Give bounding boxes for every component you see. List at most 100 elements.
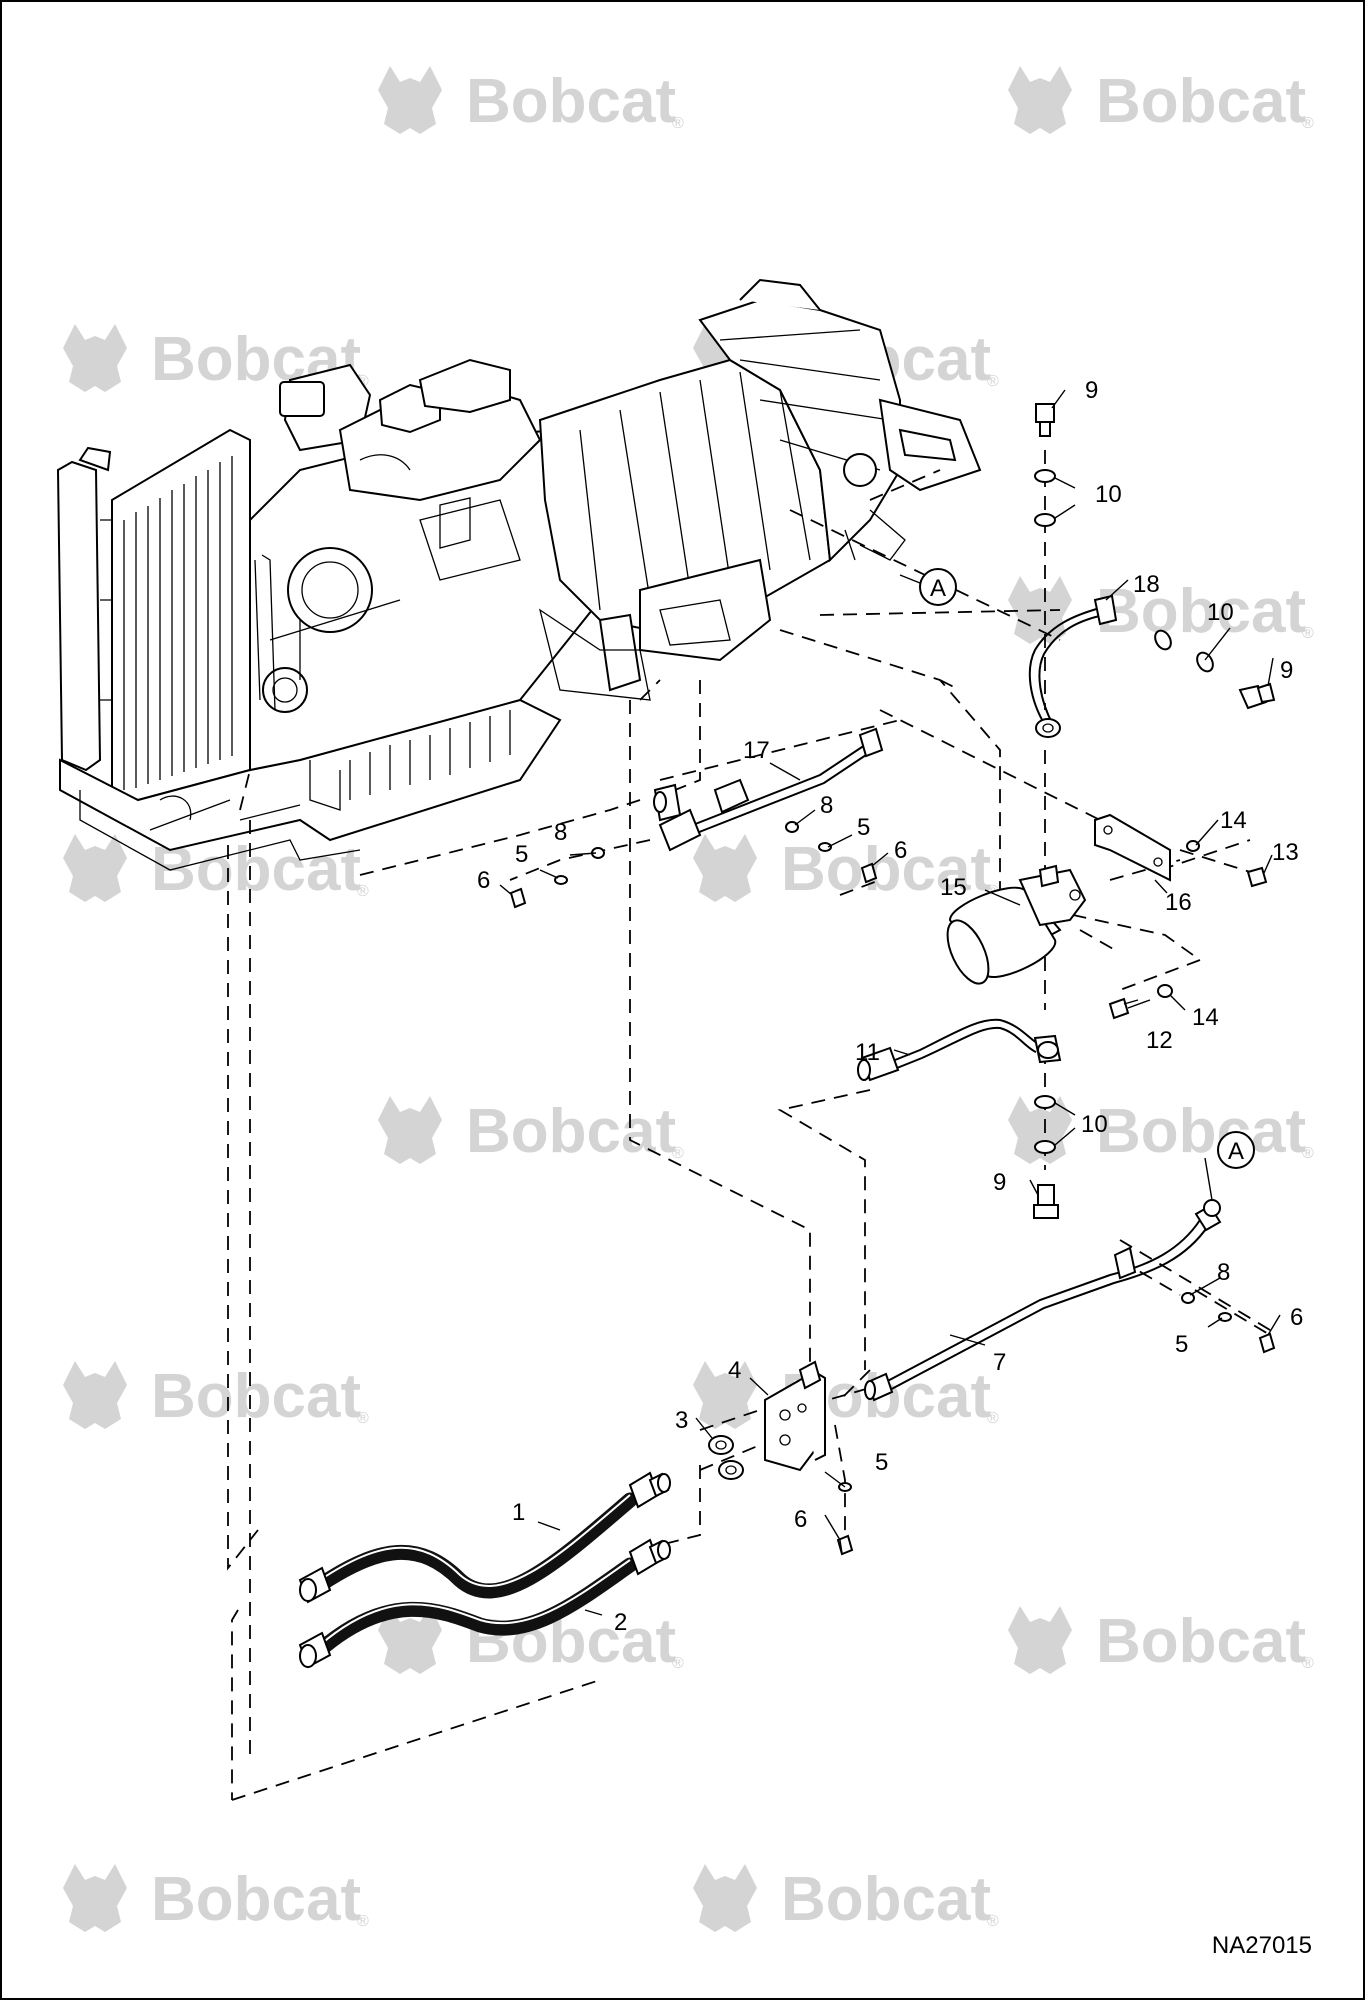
watermark-tm: ® (987, 373, 999, 390)
watermark: Bobcat ® (63, 1864, 369, 1934)
bobcat-logo-mark (1008, 66, 1072, 134)
callout-2: 2 (614, 1609, 627, 1636)
callout-7: 7 (993, 1349, 1006, 1376)
callout-8: 8 (820, 792, 833, 819)
tube-11 (857, 1018, 1062, 1082)
callout-13: 13 (1272, 839, 1299, 866)
callout-15: 15 (940, 874, 967, 901)
callout-6: 6 (794, 1506, 807, 1533)
view-ref-a-bottom: A (1217, 1131, 1255, 1169)
bobcat-logo-mark (693, 1361, 757, 1429)
watermark-text: Bobcat (1096, 577, 1306, 646)
watermark-text: Bobcat (151, 1362, 361, 1431)
tube-18 (1028, 594, 1118, 738)
transmission-housing (538, 278, 982, 701)
watermark-text: Bobcat (781, 835, 991, 904)
radiator (56, 428, 251, 802)
callout-6: 6 (1290, 1304, 1303, 1331)
bobcat-logo-mark (63, 324, 127, 392)
callout-9: 9 (1085, 377, 1098, 404)
callout-10: 10 (1207, 599, 1234, 626)
bobcat-logo-mark (63, 1864, 127, 1932)
watermark: Bobcat ® (378, 1096, 684, 1166)
watermark-tm: ® (672, 1655, 684, 1672)
watermark-text: Bobcat (466, 1607, 676, 1676)
callout-labels: 1 2 3 4 5 6 7 8 5 6 9 10 18 10 9 17 8 5 … (477, 377, 1303, 1636)
watermark-text: Bobcat (1096, 1607, 1306, 1676)
watermark-text: Bobcat (1096, 67, 1306, 136)
watermark-text: Bobcat (781, 1865, 991, 1934)
callout-9: 9 (1280, 657, 1293, 684)
watermark: Bobcat ® (63, 1361, 369, 1431)
watermark: Bobcat ® (1008, 576, 1314, 646)
callout-5: 5 (875, 1449, 888, 1476)
watermark: Bobcat ® (378, 66, 684, 136)
hose-1 (298, 1471, 671, 1604)
callout-8: 8 (1217, 1259, 1230, 1286)
callout-5: 5 (1175, 1331, 1188, 1358)
watermark-tm: ® (357, 1410, 369, 1427)
callout-5: 5 (515, 841, 528, 868)
watermark-tm: ® (1302, 625, 1314, 642)
leader-lines (499, 389, 1281, 1616)
callout-14: 14 (1220, 807, 1247, 834)
callout-1: 1 (512, 1499, 525, 1526)
bobcat-logo-mark (1008, 1606, 1072, 1674)
view-ref-label: A (930, 575, 946, 602)
callout-5: 5 (857, 814, 870, 841)
watermark: Bobcat ® (63, 834, 369, 904)
bobcat-logo-mark (63, 1361, 127, 1429)
assembly-dashed-lines (227, 450, 1271, 1801)
watermark-tm: ® (1302, 1145, 1314, 1162)
watermark-text: Bobcat (1096, 1097, 1306, 1166)
watermark: Bobcat ® (1008, 1096, 1314, 1166)
callout-10: 10 (1081, 1111, 1108, 1138)
bobcat-logo-mark (693, 1864, 757, 1932)
engine-transmission-assembly (56, 278, 982, 871)
watermark-text: Bobcat (466, 67, 676, 136)
watermark: Bobcat ® (693, 1864, 999, 1934)
hardware (509, 403, 1276, 1556)
watermark-tm: ® (1302, 115, 1314, 132)
watermark-tm: ® (672, 115, 684, 132)
bobcat-logo-mark (63, 834, 127, 902)
bobcat-logo-mark (693, 834, 757, 902)
watermark-tm: ® (672, 1145, 684, 1162)
bobcat-logo-mark (378, 66, 442, 134)
view-ref-a-top: A (919, 568, 957, 606)
callout-16: 16 (1165, 889, 1192, 916)
drawing-code: NA27015 (1212, 1932, 1312, 1959)
callout-9: 9 (993, 1169, 1006, 1196)
callout-8: 8 (554, 819, 567, 846)
tube-7 (864, 1199, 1222, 1402)
callout-12: 12 (1146, 1027, 1173, 1054)
bobcat-logo-mark (378, 1606, 442, 1674)
watermark-tm: ® (987, 1913, 999, 1930)
watermark-tm: ® (987, 1410, 999, 1427)
view-ref-label: A (1228, 1138, 1244, 1165)
filter-15 (946, 864, 1087, 985)
watermark-tm: ® (357, 1913, 369, 1930)
watermark-tm: ® (1302, 1655, 1314, 1672)
tube-17 (653, 727, 884, 852)
callout-11: 11 (855, 1039, 880, 1066)
bracket-4 (764, 1360, 826, 1472)
bracket-16 (1094, 813, 1171, 882)
watermark: Bobcat ® (378, 1606, 684, 1676)
watermark-text: Bobcat (151, 1865, 361, 1934)
watermark: Bobcat ® (693, 834, 999, 904)
callout-17: 17 (743, 737, 770, 764)
engine-block (249, 358, 602, 811)
watermark-text: Bobcat (466, 1097, 676, 1166)
callout-4: 4 (728, 1357, 741, 1384)
callout-6: 6 (894, 837, 907, 864)
callout-10: 10 (1095, 481, 1122, 508)
watermark: Bobcat ® (1008, 1606, 1314, 1676)
callout-3: 3 (675, 1407, 688, 1434)
bobcat-logo-mark (378, 1096, 442, 1164)
callout-18: 18 (1133, 571, 1160, 598)
nuts-3 (708, 1435, 744, 1480)
callout-6: 6 (477, 867, 490, 894)
hose-2 (298, 1538, 671, 1669)
